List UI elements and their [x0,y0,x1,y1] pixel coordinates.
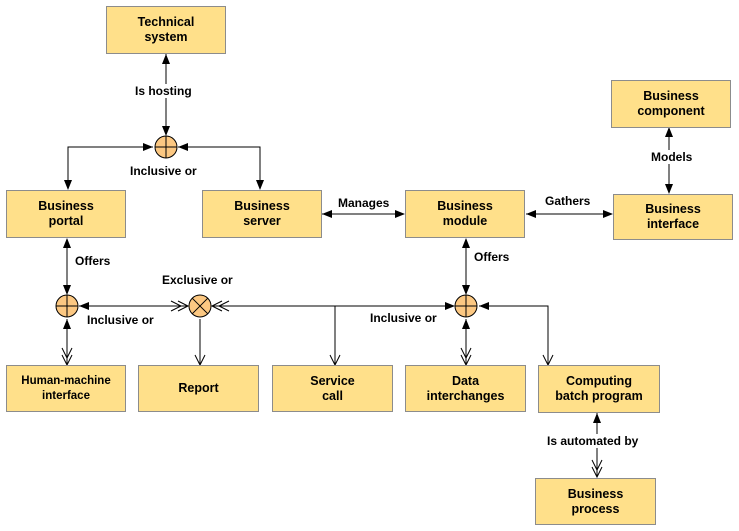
inclusive-or-right-label: Inclusive or [370,311,437,325]
models-label: Models [650,150,694,164]
is-automated-by-label: Is automated by [546,434,640,448]
inclusive-or-left-label: Inclusive or [87,313,154,327]
offers-portal-label: Offers [74,254,112,268]
inclusive-or-gate-top [154,135,178,159]
inclusive-or-gate-left [55,294,79,318]
inclusive-or-top-label: Inclusive or [130,164,197,178]
offers-module-label: Offers [473,250,511,264]
exclusive-or-label: Exclusive or [162,273,233,287]
inclusive-or-gate-right [454,294,478,318]
is-hosting-label: Is hosting [134,84,193,98]
manages-label: Manages [338,196,390,210]
gathers-label: Gathers [545,194,591,208]
report-box: Report [138,365,259,412]
exclusive-or-gate [188,294,212,318]
